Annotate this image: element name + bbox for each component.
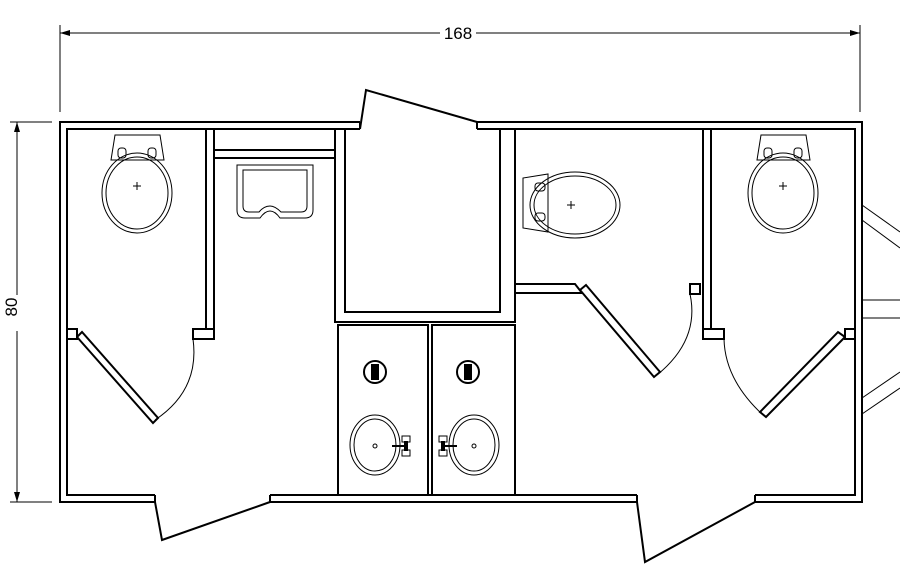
height-label: 80: [2, 298, 21, 317]
faucet-icon: [438, 435, 457, 457]
width-label: 168: [444, 24, 472, 43]
faucet-icon: [392, 435, 411, 457]
toilet-icon: [747, 134, 819, 234]
urinal-icon: [236, 164, 314, 219]
interior-walls: [66, 128, 856, 496]
bottom-left-entry-door[interactable]: [154, 501, 271, 542]
soap-dispenser-icon: [363, 360, 387, 384]
toilet-icon: [522, 171, 621, 239]
urinal-stall-door[interactable]: [579, 283, 693, 379]
stall-door-right[interactable]: [723, 330, 846, 419]
bottom-right-entry-door[interactable]: [636, 501, 756, 564]
width-dimension: 168: [59, 24, 861, 112]
toilet-icon: [101, 134, 173, 234]
soap-dispenser-icon: [456, 360, 480, 384]
height-dimension: 80: [2, 121, 52, 503]
exterior-walls: [59, 121, 863, 503]
top-entry-door[interactable]: [359, 88, 478, 130]
stall-door-left[interactable]: [76, 330, 195, 425]
trailer-hitch: [861, 204, 900, 415]
